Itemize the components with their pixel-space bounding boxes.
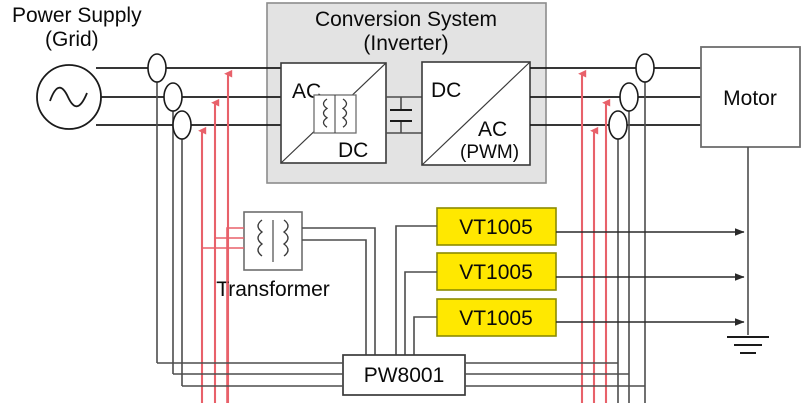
dc-link	[386, 96, 422, 134]
current-probe-icon	[619, 82, 639, 112]
motor: Motor	[700, 46, 801, 335]
voltage-sensor-2: VT1005	[436, 252, 557, 291]
inverter-output-label: AC	[478, 118, 507, 141]
isolation-transformer: Transformer	[216, 211, 330, 301]
power-supply-label-line1: Power Supply	[12, 4, 142, 27]
vt-label-1: VT1005	[459, 216, 533, 239]
transformer-label: Transformer	[216, 278, 330, 301]
inverter-mode-label: (PWM)	[460, 142, 519, 163]
current-probe-icon	[163, 82, 183, 112]
vt-input-wires	[395, 225, 437, 355]
ac-dc-converter: AC DC	[280, 62, 387, 164]
dc-link-capacitor	[390, 109, 412, 122]
vt-label-2: VT1005	[459, 261, 533, 284]
power-supply-label-line2: (Grid)	[45, 28, 99, 51]
current-probe-icon	[608, 110, 628, 140]
earth-ground	[727, 336, 769, 354]
current-probe-icon	[635, 53, 655, 83]
output-current-probes	[608, 53, 655, 403]
voltage-sensor-1: VT1005	[436, 207, 557, 246]
analyzer-output-wires	[465, 362, 645, 387]
transformer-secondary-wires	[302, 227, 376, 355]
power-supply-label: Power Supply (Grid)	[12, 4, 142, 51]
vt-output-wires	[556, 228, 745, 326]
conversion-system-title-line2: (Inverter)	[363, 32, 448, 55]
transformer-primary-taps	[201, 227, 244, 403]
converter-output-label: DC	[338, 139, 368, 162]
power-analyzer: PW8001	[342, 354, 466, 396]
inverter-input-label: DC	[431, 79, 461, 102]
voltage-sensor-3: VT1005	[436, 298, 557, 337]
current-probe-icon	[147, 53, 167, 83]
ac-source	[36, 64, 102, 130]
dc-ac-inverter: DC AC (PWM)	[421, 61, 531, 166]
analyzer-input-wires	[157, 362, 343, 387]
vt-label-3: VT1005	[459, 307, 533, 330]
output-signal-arrows	[578, 69, 611, 403]
input-current-probes	[147, 53, 192, 386]
power-analyzer-label: PW8001	[364, 364, 445, 387]
conversion-system-title-line1: Conversion System	[315, 8, 497, 31]
motor-label: Motor	[723, 87, 777, 110]
current-probe-icon	[172, 110, 192, 140]
